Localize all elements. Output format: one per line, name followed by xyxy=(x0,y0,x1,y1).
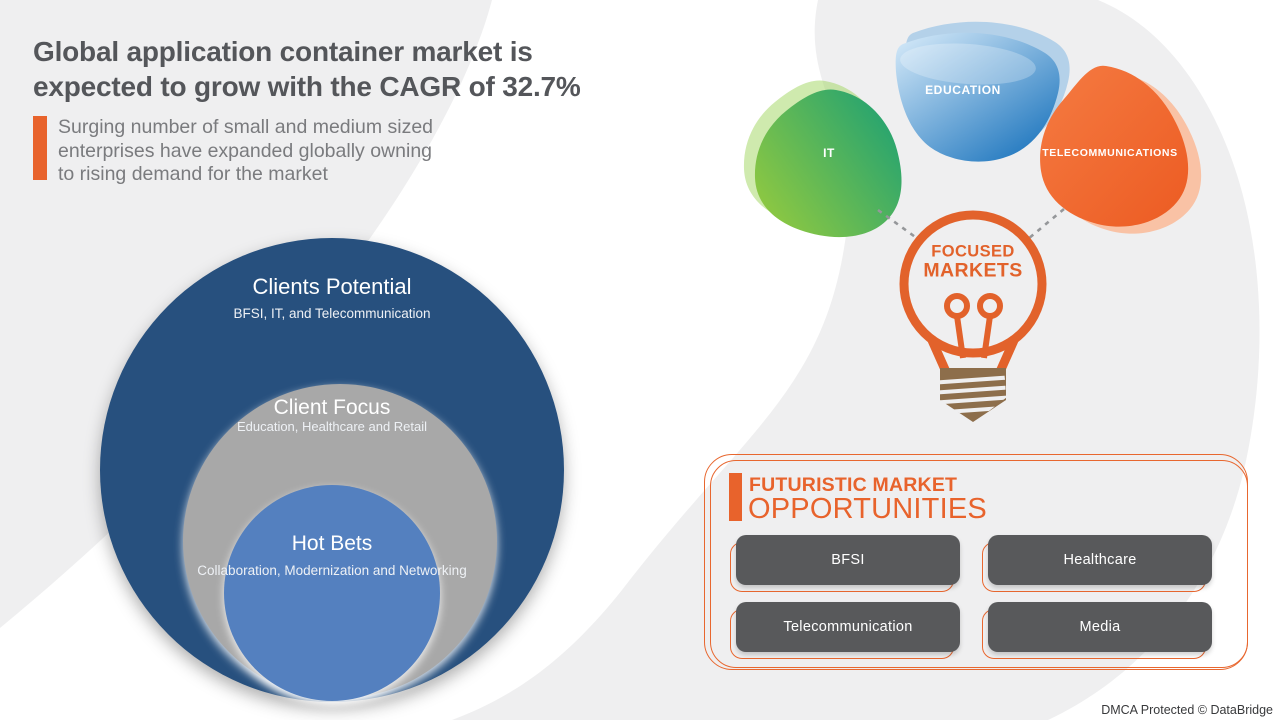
dmca-protection-notice: DMCA Protected © DataBridge xyxy=(1101,703,1273,717)
opportunities-accent-bar xyxy=(729,473,742,521)
opportunities-panel-border-inner xyxy=(710,460,1248,668)
clients-potential-subtitle: BFSI, IT, and Telecommunication xyxy=(233,306,431,321)
focused-markets-title-line2: MARKETS xyxy=(923,259,1023,282)
subtitle-line3: to rising demand for the market xyxy=(58,163,328,185)
telecom-segment-label: TELECOMMUNICATIONS xyxy=(1042,147,1178,159)
opportunities-heading-line1: FUTURISTIC MARKET xyxy=(749,474,958,496)
opportunity-item-label: BFSI xyxy=(736,535,960,585)
client-focus-subtitle: Education, Healthcare and Retail xyxy=(236,419,428,434)
subtitle-accent-bar xyxy=(33,116,47,180)
opportunity-item-telecommunication: Telecommunication xyxy=(730,602,960,659)
page-title-line2: expected to grow with the CAGR of 32.7% xyxy=(33,71,581,102)
focused-markets-title-line1: FOCUSED xyxy=(931,242,1015,261)
hot-bets-subtitle: Collaboration, Modernization and Network… xyxy=(197,563,467,578)
it-segment-label: IT xyxy=(823,146,835,160)
subtitle-line1: Surging number of small and medium sized xyxy=(58,116,434,138)
subtitle-line2: enterprises have expanded globally ownin… xyxy=(58,139,433,162)
page-title-line1: Global application container market is xyxy=(33,36,533,67)
clients-potential-title: Clients Potential xyxy=(252,274,412,299)
education-segment-label: EDUCATION xyxy=(925,83,1001,97)
opportunities-grid: BFSI Healthcare Telecommunication Media xyxy=(730,535,1212,659)
opportunity-item-media: Media xyxy=(982,602,1212,659)
opportunity-item-bfsi: BFSI xyxy=(730,535,960,592)
subtitle-block: Surging number of small and medium sized… xyxy=(33,116,433,187)
opportunity-item-label: Telecommunication xyxy=(736,602,960,652)
subtitle-text: Surging number of small and medium sized… xyxy=(58,116,433,187)
hot-bets-title: Hot Bets xyxy=(291,532,373,555)
opportunity-item-healthcare: Healthcare xyxy=(982,535,1212,592)
opportunity-item-label: Media xyxy=(988,602,1212,652)
page-title: Global application container market is e… xyxy=(33,34,581,104)
opportunities-heading-line2: OPPORTUNITIES xyxy=(748,493,987,525)
opportunity-item-label: Healthcare xyxy=(988,535,1212,585)
hot-bets-circle xyxy=(224,485,440,701)
client-focus-title: Client Focus xyxy=(273,396,391,419)
